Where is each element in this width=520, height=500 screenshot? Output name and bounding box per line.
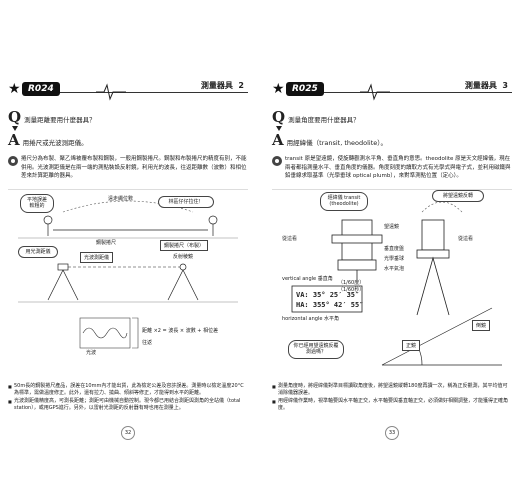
illustration-drawing bbox=[18, 200, 238, 348]
arrow-down-icon bbox=[12, 126, 18, 131]
question-marker: Q bbox=[8, 108, 22, 126]
va-readout: VA: 35° 25′ 35″ bbox=[296, 290, 360, 299]
page-number: 33 bbox=[385, 426, 399, 440]
answer-marker: A bbox=[8, 131, 20, 149]
question-text: 測量角度要用什麼器具？ bbox=[288, 116, 360, 124]
explanation-text: transit 原是望遠鏡，使旋轉觀測水平角、垂直角的意思。theodolite… bbox=[285, 156, 511, 179]
note-item: 50m長的鋼製捲尺產品，誤差在10mm內才能出貨，此為檢定公差及容許誤差。測量時… bbox=[8, 383, 248, 398]
bullet-icon bbox=[272, 156, 282, 166]
tape-edm-illustration: 平地誤差較粗的 林區仔仔拉住！ 遠走繩位數 鋼製捲尺 鋼製捲尺（布製） 用光測距… bbox=[8, 188, 248, 379]
figure-label: horizontal angle 水平角 bbox=[282, 315, 339, 322]
section-tag: R024 bbox=[22, 82, 60, 96]
question-text: 測量距離要用什麼器具？ bbox=[24, 116, 96, 124]
figure-label: 從這看 bbox=[458, 235, 474, 242]
header-rule bbox=[304, 92, 512, 93]
star-icon: ★ bbox=[272, 81, 285, 97]
figure-label: 鋼製捲尺 bbox=[96, 239, 117, 246]
question-line: Q 測量距離要用什麼器具？ bbox=[8, 108, 248, 126]
answer-marker: A bbox=[272, 131, 284, 149]
right-page: ★ R025 測量器具 3 Q 測量角度要用什麼器具？ A 用經緯儀（trans… bbox=[272, 60, 512, 440]
figure-label: 倒鏡 bbox=[472, 319, 491, 331]
star-icon: ★ bbox=[8, 81, 21, 97]
formula-label: 距離 ×2 = 波長 × 波數 + 相位差 bbox=[142, 327, 219, 334]
figure-label: 往返 bbox=[142, 339, 153, 346]
bullet-icon bbox=[8, 156, 18, 166]
explanation: transit 原是望遠鏡，使旋轉觀測水平角、垂直角的意思。theodolite… bbox=[272, 155, 512, 181]
note-item: 用經緯儀作業時，視準軸要與水平軸正交，水平軸要與垂直軸正交，必須做好相關調整，才… bbox=[272, 398, 512, 413]
theodolite-illustration: 經緯儀 transit (theodolite) 將望遠鏡反轉 望遠鏡 從這看 … bbox=[272, 188, 512, 379]
answer-line: A 用經緯儀（transit, theodolite）。 bbox=[272, 131, 512, 149]
note-item: 測量角度時，將經緯儀對準目標讀取角度後，將望遠鏡縱轉180度再讀一次，稱為正反觀… bbox=[272, 383, 512, 398]
heartbeat-icon bbox=[360, 83, 390, 101]
speech-bubble: 林區仔仔拉住！ bbox=[158, 195, 214, 208]
question-marker: Q bbox=[272, 108, 286, 126]
figure-label: 鋼製捲尺（布製） bbox=[160, 239, 209, 251]
answer-text: 用捲尺或光波測距儀。 bbox=[22, 139, 88, 147]
speech-bubble: 將望遠鏡反轉 bbox=[432, 189, 484, 202]
illustration-drawing bbox=[291, 201, 502, 365]
section-title: 測量器具 3 bbox=[460, 80, 508, 91]
speech-bubble: 經緯儀 transit (theodolite) bbox=[320, 191, 368, 211]
figure-label: 光波測距儀 bbox=[80, 251, 114, 263]
figure-label: 反射稜鏡 bbox=[173, 253, 194, 260]
section-title: 測量器具 2 bbox=[196, 80, 244, 91]
left-page-header: ★ R024 測量器具 2 bbox=[8, 80, 248, 102]
figure-label: 從這看 bbox=[282, 235, 298, 242]
header-rule bbox=[40, 92, 248, 93]
figure-label: 垂直度盤 bbox=[384, 245, 405, 252]
figure-label: 正鏡 bbox=[402, 339, 421, 351]
right-page-header: ★ R025 測量器具 3 bbox=[272, 80, 512, 102]
figure-label: （1/60秒） bbox=[338, 286, 365, 293]
answer-text: 用經緯儀（transit, theodolite）。 bbox=[286, 139, 387, 147]
speech-bubble: 你已經用望遠鏡反覆測過嗎？ bbox=[288, 339, 344, 359]
figure-label: （1/60度） bbox=[338, 279, 365, 286]
speech-bubble: 用光測距儀 bbox=[18, 245, 58, 258]
figure-label: 水平氣泡 bbox=[384, 265, 405, 272]
speech-bubble: 平地誤差較粗的 bbox=[20, 193, 54, 213]
heartbeat-icon bbox=[96, 83, 126, 101]
figure-label: 光波 bbox=[86, 349, 97, 356]
ha-readout: HA: 355° 42′ 55″ bbox=[296, 300, 364, 309]
notes-list: 測量角度時，將經緯儀對準目標讀取角度後，將望遠鏡縱轉180度再讀一次，稱為正反觀… bbox=[272, 383, 512, 413]
explanation: 捲尺分為布製、聚乙烯被覆布製和鋼製，一般用鋼製捲尺。鋼製和布製捲尺的精度有別，不… bbox=[8, 155, 248, 181]
figure-label: vertical angle 垂直角 bbox=[282, 275, 333, 282]
answer-line: A 用捲尺或光波測距儀。 bbox=[8, 131, 248, 149]
note-item: 光波測距儀精度高，可測長距離；測距可由機械自動控制。現今都已用結合測距與測角的全… bbox=[8, 398, 248, 413]
figure-label: 望遠鏡 bbox=[384, 223, 400, 230]
figure-label: 遠走繩位數 bbox=[108, 195, 134, 202]
left-page: ★ R024 測量器具 2 Q 測量距離要用什麼器具？ A 用捲尺或光波測距儀。… bbox=[8, 60, 248, 440]
arrow-down-icon bbox=[276, 126, 282, 131]
explanation-text: 捲尺分為布製、聚乙烯被覆布製和鋼製，一般用鋼製捲尺。鋼製和布製捲尺的精度有別，不… bbox=[21, 156, 247, 179]
notes-list: 50m長的鋼製捲尺產品，誤差在10mm內才能出貨，此為檢定公差及容許誤差。測量時… bbox=[8, 383, 248, 413]
figure-label: 光學垂球 bbox=[384, 255, 405, 262]
section-tag: R025 bbox=[286, 82, 324, 96]
page-number: 32 bbox=[121, 426, 135, 440]
question-line: Q 測量角度要用什麼器具？ bbox=[272, 108, 512, 126]
